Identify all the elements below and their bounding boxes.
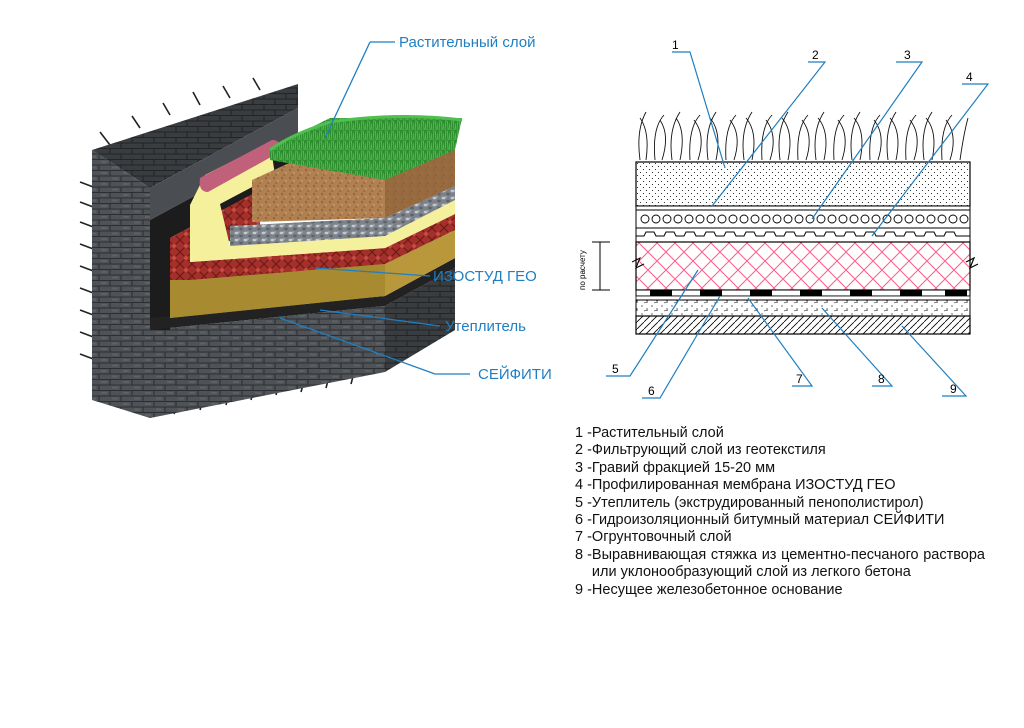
legend-item-2: 2 - Фильтрующий слой из геотекстиля bbox=[575, 442, 985, 459]
thickness-dimension bbox=[592, 241, 610, 291]
pink-edge-roll bbox=[199, 140, 281, 192]
grass-layer bbox=[270, 118, 462, 180]
slab-side bbox=[385, 268, 455, 372]
parapet-inner bbox=[150, 108, 298, 220]
roof-3d-illustration bbox=[79, 77, 463, 418]
legend-number: 6 - bbox=[575, 512, 592, 529]
dimension-label: по расчету bbox=[578, 250, 587, 290]
legend-text: Выравнивающая стяжка из цементно-песчано… bbox=[591, 546, 985, 581]
legend-number: 8 - bbox=[575, 546, 592, 563]
section-layer-soil bbox=[635, 161, 971, 207]
section-number-labels: 1 2 3 4 5 6 7 8 9 bbox=[612, 38, 973, 398]
legend-number: 4 - bbox=[575, 477, 592, 494]
legend-text: Гидроизоляционный битумный материал СЕЙФ… bbox=[591, 512, 945, 529]
legend-number: 5 - bbox=[575, 494, 592, 511]
parapet-top bbox=[92, 84, 298, 188]
legend-text: Огрунтовочный слой bbox=[591, 529, 732, 546]
legend-text: Профилированная мембрана ИЗОСТУД ГЕО bbox=[591, 477, 896, 494]
section-layer-primer bbox=[635, 295, 971, 301]
section-num-6: 6 bbox=[648, 384, 655, 398]
legend-item-9: 9 - Несущее железобетонное основание bbox=[575, 582, 985, 599]
section-layer-geotextile bbox=[635, 205, 971, 211]
legend-text: Растительный слой bbox=[591, 425, 724, 441]
izostud-geo-layer bbox=[190, 142, 455, 262]
section-leader-lines bbox=[606, 51, 990, 399]
legend-item-5: 5 - Утеплитель (экструдированный пенопол… bbox=[575, 495, 985, 512]
wall-front bbox=[92, 150, 150, 418]
layer-legend: 1 - Растительный слой 2 - Фильтрующий сл… bbox=[575, 425, 985, 599]
section-num-5: 5 bbox=[612, 362, 619, 376]
section-num-1: 1 bbox=[672, 38, 679, 52]
legend-item-4: 4 - Профилированная мембрана ИЗОСТУД ГЕО bbox=[575, 477, 985, 494]
legend-text: Несущее железобетонное основание bbox=[591, 581, 843, 598]
break-mark-right bbox=[965, 256, 979, 270]
section-num-2: 2 bbox=[812, 48, 819, 62]
section-num-9: 9 bbox=[950, 382, 957, 396]
callout-izostud-geo: ИЗОСТУД ГЕО bbox=[433, 268, 537, 285]
legend-item-7: 7 - Огрунтовочный слой bbox=[575, 529, 985, 546]
section-layer-insulation bbox=[635, 241, 971, 291]
section-num-8: 8 bbox=[878, 372, 885, 386]
legend-number: 1 - bbox=[575, 425, 592, 441]
gravel-layer bbox=[230, 186, 455, 246]
section-num-4: 4 bbox=[966, 70, 973, 84]
callout-safety: СЕЙФИТИ bbox=[478, 365, 552, 383]
callout-plant-layer: Растительный слой bbox=[399, 34, 535, 51]
callout-lines bbox=[279, 41, 470, 375]
section-num-3: 3 bbox=[904, 48, 911, 62]
section-layer-concrete bbox=[635, 315, 971, 335]
section-layer-screed bbox=[635, 299, 971, 317]
legend-item-8: 8 - Выравнивающая стяжка из цементно-пес… bbox=[575, 547, 985, 582]
legend-text: Фильтрующий слой из геотекстиля bbox=[591, 442, 826, 459]
slab-front bbox=[150, 306, 385, 418]
legend-item-1: 1 - Растительный слой bbox=[575, 425, 985, 442]
grass-tufts bbox=[638, 111, 969, 161]
legend-text: Утеплитель (экструдированный пенополисти… bbox=[591, 494, 924, 511]
cross-section: по расчету bbox=[578, 111, 979, 335]
legend-item-3: 3 - Гравий фракцией 15-20 мм bbox=[575, 460, 985, 477]
callout-insulation: Утеплитель bbox=[445, 318, 526, 335]
legend-number: 9 - bbox=[575, 581, 592, 598]
break-mark-left bbox=[631, 256, 645, 270]
section-layer-membrane bbox=[635, 227, 971, 243]
legend-number: 2 - bbox=[575, 442, 592, 459]
legend-number: 3 - bbox=[575, 459, 592, 476]
legend-number: 7 - bbox=[575, 529, 592, 546]
legend-text: Гравий фракцией 15-20 мм bbox=[591, 459, 776, 476]
legend-item-6: 6 - Гидроизоляционный битумный материал … bbox=[575, 512, 985, 529]
section-num-7: 7 bbox=[796, 372, 803, 386]
